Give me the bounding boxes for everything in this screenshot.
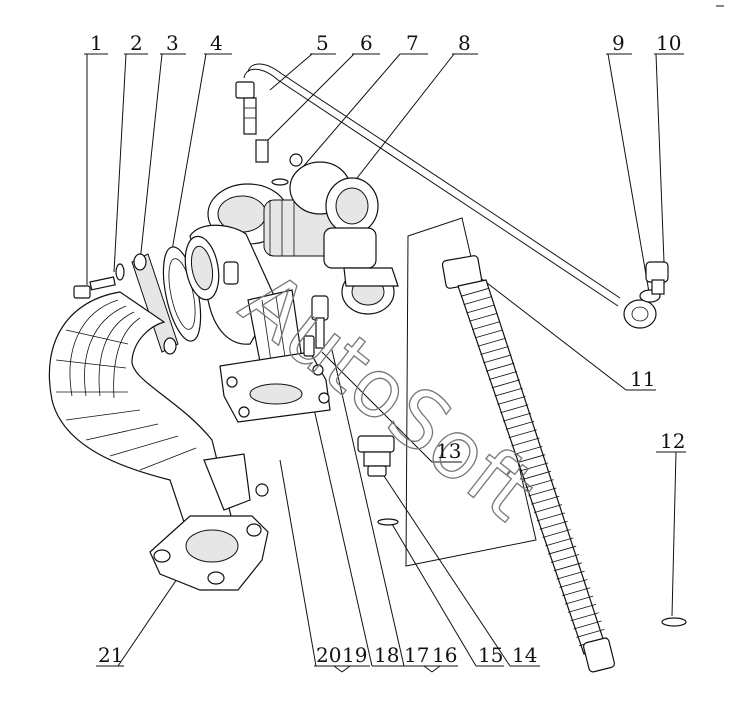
flexible-hose — [441, 255, 615, 673]
hose-rib — [533, 504, 563, 513]
hose-rib — [522, 470, 551, 480]
hose-rib — [564, 595, 594, 605]
hose-rib — [469, 312, 498, 322]
callout-12: 12 — [660, 429, 685, 453]
callout-19: 19 — [342, 643, 367, 667]
hose-rib — [562, 587, 591, 597]
banjo-fitting — [623, 261, 669, 329]
hose-rib — [528, 487, 557, 497]
hose-rib — [573, 620, 602, 630]
callout-11: 11 — [630, 367, 655, 391]
hose-rib — [480, 346, 509, 355]
hose-rib — [497, 396, 526, 405]
hose-rib — [542, 529, 571, 538]
hose-rib — [463, 296, 492, 306]
hose-rib — [500, 404, 529, 414]
hose-rib — [486, 362, 515, 372]
hose-rib — [536, 512, 566, 522]
hose-rib — [517, 454, 546, 464]
hose-rib — [550, 554, 580, 563]
callout-5: 5 — [316, 31, 329, 55]
callout-labels: 1 2 3 4 5 6 7 8 9 10 11 12 13 14 15 16 1… — [90, 31, 685, 667]
hose-rib — [466, 304, 495, 314]
hose-rib — [553, 562, 582, 572]
exhaust-elbow — [48, 291, 269, 591]
flange-part-3 — [131, 253, 179, 355]
callout-4: 4 — [210, 31, 223, 55]
callout-7: 7 — [406, 31, 419, 55]
hose-rib — [570, 612, 599, 622]
hose-rib — [508, 429, 537, 439]
hose-rib — [474, 329, 504, 339]
turbocharger — [184, 161, 399, 423]
hose-rib — [531, 495, 560, 505]
hose-rib — [491, 379, 520, 389]
washer-part-2 — [115, 263, 125, 281]
hose-rib — [576, 628, 605, 638]
callout-20: 20 — [316, 643, 341, 667]
hose-rib — [548, 545, 577, 555]
callout-16: 16 — [432, 643, 457, 667]
hose-rib — [502, 412, 532, 422]
callout-8: 8 — [458, 31, 471, 55]
callout-3: 3 — [166, 31, 179, 55]
hose-rib — [477, 337, 506, 347]
callout-14: 14 — [512, 643, 537, 667]
hose-rib — [545, 537, 574, 547]
hose-rib — [567, 604, 597, 613]
hose-rib — [556, 570, 585, 580]
hose-rib — [494, 387, 523, 397]
callout-1: 1 — [90, 31, 103, 55]
hose-rib — [471, 321, 501, 330]
callout-13: 13 — [436, 439, 461, 463]
callout-6: 6 — [360, 31, 373, 55]
hose-rib — [559, 579, 588, 588]
hose-rib — [488, 371, 518, 380]
hose-rib — [514, 445, 543, 455]
callout-21: 21 — [98, 643, 123, 667]
callout-2: 2 — [130, 31, 143, 55]
hose-rib — [505, 421, 535, 430]
hose-rib — [483, 354, 512, 364]
callout-10: 10 — [656, 31, 681, 55]
hose-rib — [539, 520, 568, 530]
hose-rib — [511, 437, 540, 447]
bolt-part-1 — [73, 276, 116, 299]
hose-rib — [519, 462, 549, 472]
return-fittings — [357, 435, 399, 526]
callout-9: 9 — [612, 31, 625, 55]
leader-lines — [84, 53, 686, 673]
callout-17: 17 — [404, 643, 429, 667]
oil-feed-pipe — [235, 63, 621, 307]
hose-rib — [460, 287, 489, 297]
washer-part-12 — [661, 617, 687, 627]
hose-rib — [525, 479, 554, 489]
callout-18: 18 — [374, 643, 399, 667]
callout-15: 15 — [478, 643, 503, 667]
